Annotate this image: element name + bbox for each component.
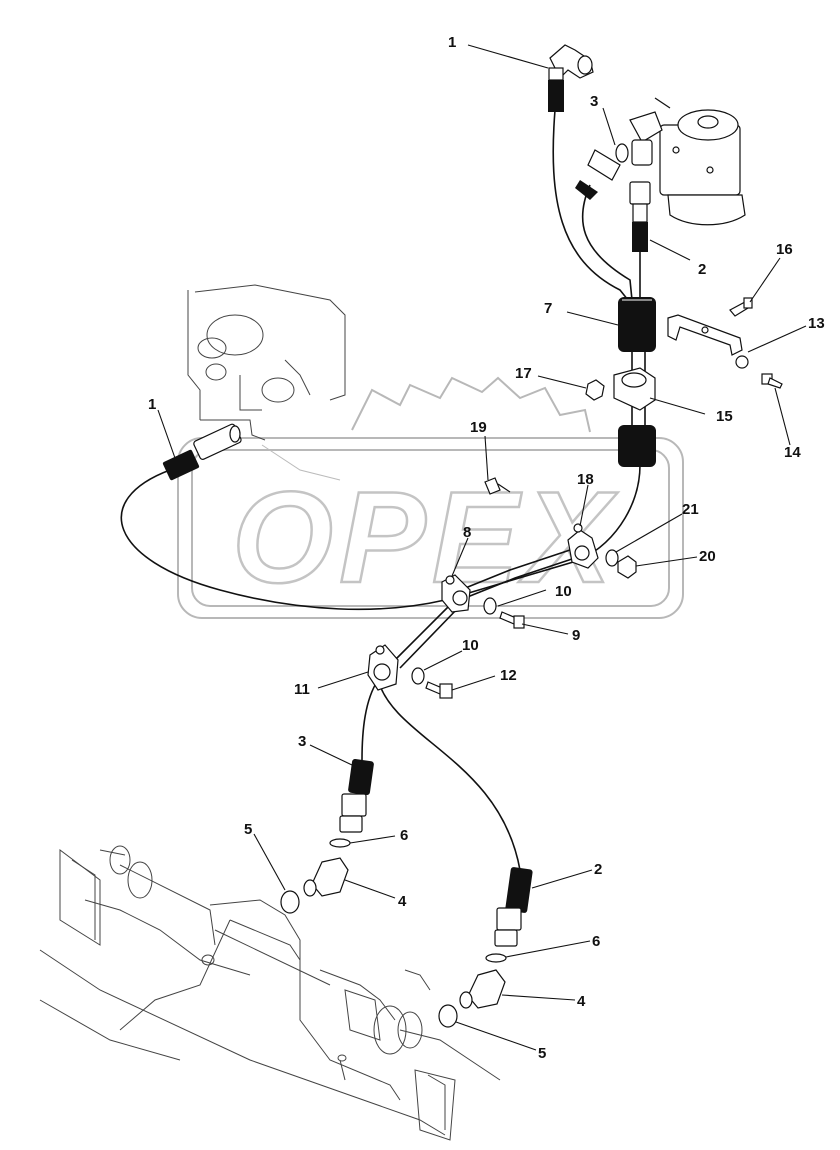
fittings (162, 44, 783, 1028)
callout-8: 8 (463, 524, 471, 541)
callout-13: 13 (808, 315, 825, 332)
callout-2-top: 2 (698, 261, 706, 278)
callout-11: 11 (294, 681, 310, 698)
callout-3-top: 3 (590, 93, 598, 110)
callout-1-left: 1 (148, 396, 156, 413)
callout-17: 17 (515, 365, 532, 382)
callout-15: 15 (716, 408, 733, 425)
hose-2-lower (377, 679, 521, 871)
callout-19: 19 (470, 419, 487, 436)
callout-1-top: 1 (448, 34, 456, 51)
callout-5-left: 5 (244, 821, 252, 838)
callout-2-lower: 2 (594, 861, 602, 878)
callout-4-left: 4 (398, 893, 407, 910)
callouts: 1 3 2 16 13 7 17 15 14 1 19 18 21 8 20 1… (148, 34, 825, 1062)
callout-5-right: 5 (538, 1045, 546, 1062)
callout-7: 7 (544, 300, 552, 317)
callout-16: 16 (776, 241, 793, 258)
callout-4-right: 4 (577, 993, 586, 1010)
hose-3-upper (581, 184, 633, 301)
hose-1-lower (120, 464, 641, 611)
hose-clamp-link (394, 599, 461, 669)
hose-3-lower (361, 679, 379, 761)
callout-9: 9 (572, 627, 580, 644)
callout-6-right: 6 (592, 933, 600, 950)
watermark-text: OPEX (232, 464, 619, 610)
callout-6-left: 6 (400, 827, 408, 844)
leader-lines (157, 44, 807, 1051)
hoses (120, 109, 646, 871)
callout-3-lower: 3 (298, 733, 306, 750)
steering-unit (629, 97, 746, 226)
callout-18: 18 (577, 471, 594, 488)
engine-block (187, 284, 346, 481)
callout-12: 12 (500, 667, 517, 684)
hose-1-upper (552, 109, 629, 301)
front-axle (39, 845, 501, 1141)
callout-14: 14 (784, 444, 801, 461)
callout-10-upper: 10 (555, 583, 572, 600)
hose-crossover (447, 549, 576, 603)
callout-20: 20 (699, 548, 716, 565)
watermark: OPEX (177, 376, 684, 619)
callout-21: 21 (682, 501, 699, 518)
callout-10-lower: 10 (462, 637, 479, 654)
